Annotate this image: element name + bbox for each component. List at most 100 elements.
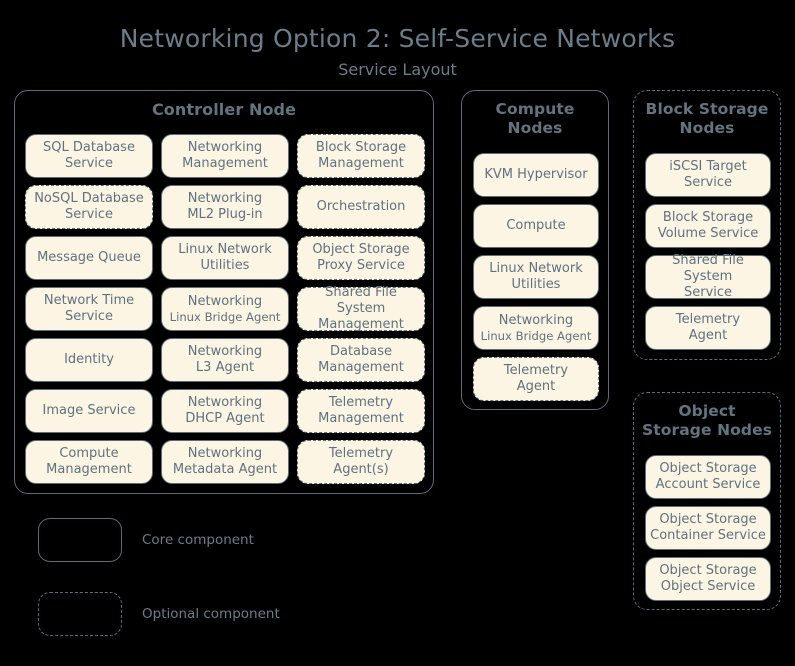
service-box-label: Object Storage [659,563,757,579]
service-box-sublabel: Management [318,411,404,426]
service-box-label: Object Storage [659,461,757,477]
node-group-title-line: Storage Nodes [641,421,773,440]
service-box-sublabel: Service [683,284,733,300]
service-box-sublabel: Container Service [650,528,766,543]
page-title: Networking Option 2: Self-Service Networ… [119,24,676,53]
node-group-title-line: Nodes [507,119,563,138]
legend-label: Optional component [142,606,280,622]
service-box-sublabel: Linux Bridge Agent [480,328,592,343]
service-box-label: Compute [506,218,566,234]
service-box-label: Networking [187,191,263,207]
service-box-label: Networking [498,313,574,328]
service-box-sublabel: Agent [516,379,556,394]
service-box-label: Object Storage [312,242,410,258]
service-box-sublabel: Utilities [200,258,250,273]
page-subtitle: Service Layout [338,60,457,79]
service-box-label: Linux Network [489,261,583,277]
service-box[interactable]: Compute [473,204,599,248]
service-box-label: NoSQL Database [34,191,144,207]
service-box-sublabel: Agent(s) [333,462,389,477]
legend-swatch-core [38,518,122,562]
service-box-label: Image Service [42,403,136,419]
service-box-sublabel: L3 Agent [195,360,255,375]
service-box-label: Identity [64,352,114,368]
service-box-sublabel: ML2 Plug-in [187,207,263,222]
service-box[interactable]: Orchestration [297,185,425,229]
service-box[interactable]: Identity [25,338,153,382]
service-box-label: KVM Hypervisor [484,167,588,183]
service-box-sublabel: Volume Service [657,226,759,241]
legend-row: Optional component [38,592,378,636]
service-box-label: SQL Database [43,140,135,156]
service-box-label: Telemetry [328,446,394,462]
service-box-label: Shared File System [672,253,744,285]
service-box-label: Networking [187,395,263,411]
node-group-title-line: Nodes [679,119,735,138]
service-box-label: Database [329,344,393,360]
service-box-label: Networking [187,446,263,462]
service-box-sublabel: Management [318,360,404,375]
service-box-sublabel: Management [318,316,404,332]
service-box-sublabel: Service [64,309,114,324]
service-box-label: Object Storage [659,512,757,528]
service-box-label: Networking [187,294,263,309]
service-box[interactable]: Message Queue [25,236,153,280]
service-box[interactable]: Image Service [25,389,153,433]
service-box-label: Network Time [43,293,135,309]
service-box-label: Compute [59,446,119,462]
service-box-sublabel: Management [46,462,132,477]
service-box-label: Message Queue [37,250,141,266]
node-group-title-line: Object [678,402,736,420]
service-box-label: Linux Network [178,242,272,258]
service-box-sublabel: Management [182,156,268,171]
node-group-title-line: Compute [495,100,575,118]
service-box[interactable]: KVM Hypervisor [473,153,599,197]
service-box-sublabel: Linux Bridge Agent [169,309,281,324]
service-box-label: Telemetry [328,395,394,411]
service-box-sublabel: Service [683,175,733,190]
legend-label: Core component [142,532,254,548]
service-box-label: Orchestration [316,199,406,215]
service-box-label: iSCSI Target [669,159,747,175]
service-box-sublabel: Service [64,207,114,222]
service-box-sublabel: Utilities [511,277,561,292]
node-group-title-controller: Controller Node [151,100,297,119]
